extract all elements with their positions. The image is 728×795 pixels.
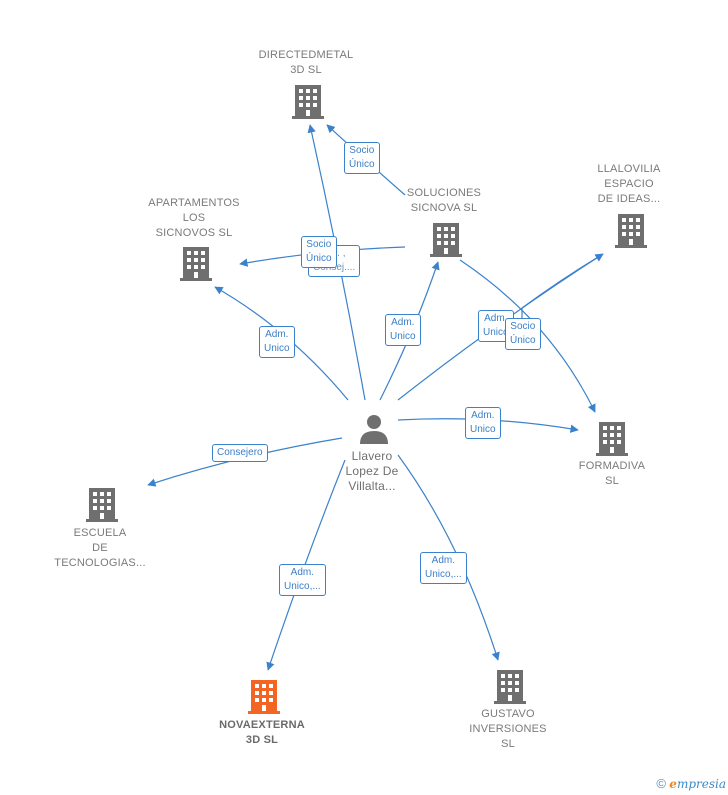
person-icon[interactable] (360, 415, 388, 444)
brand-logo-text: mpresia (676, 777, 726, 791)
edge-soluciones-llalovilia-b (521, 253, 604, 318)
node-label-directedmetal[interactable]: DIRECTEDMETAL 3D SL (258, 49, 354, 76)
node-label-soluciones[interactable]: SOLUCIONES SICNOVA SL (406, 187, 482, 214)
edge-label-adm-novaexterna[interactable]: Adm. Unico,... (279, 564, 326, 596)
building-icon-directedmetal[interactable] (292, 85, 324, 119)
edge-label-adm-soluciones[interactable]: Adm. Unico (385, 314, 421, 346)
node-label-llalovilia[interactable]: LLALOVILIA ESPACIO DE IDEAS... (597, 163, 661, 205)
node-label-formadiva[interactable]: FORMADIVA SL (578, 460, 646, 487)
building-icon-gustavo[interactable] (494, 670, 526, 704)
brand-logo-e: e (669, 777, 677, 791)
copyright-icon: © (656, 776, 666, 791)
edge-label-adm-gustavo[interactable]: Adm. Unico,... (420, 552, 467, 584)
building-icon-formadiva[interactable] (596, 422, 628, 456)
building-icon-escuela[interactable] (86, 488, 118, 522)
edge-label-consejero[interactable]: Consejero (212, 444, 268, 462)
empresia-watermark[interactable]: © empresia (656, 776, 726, 791)
node-label-escuela[interactable]: ESCUELA DE TECNOLOGIAS... (54, 527, 146, 569)
edge-label-adm-apartamentos[interactable]: Adm. Unico (259, 326, 295, 358)
edge-label-socio-formadiva[interactable]: Socio Único (505, 318, 541, 350)
building-icon-novaexterna[interactable] (248, 680, 280, 714)
edge-label-socio-directedmetal[interactable]: Socio Único (344, 142, 380, 174)
building-icon-soluciones[interactable] (430, 223, 462, 257)
node-label-apartamentos[interactable]: APARTAMENTOS LOS SICNOVOS SL (148, 197, 240, 239)
edge-label-adm-formadiva[interactable]: Adm. Unico (465, 407, 501, 439)
building-icon-llalovilia[interactable] (615, 214, 647, 248)
node-label-person[interactable]: Llavero Lopez De Villalta... (345, 449, 399, 493)
edge-label-socio-apartamentos[interactable]: Socio Único (301, 236, 337, 268)
building-icon-apartamentos[interactable] (180, 247, 212, 281)
node-label-gustavo[interactable]: GUSTAVO INVERSIONES SL (469, 708, 547, 750)
node-label-novaexterna[interactable]: NOVAEXTERNA 3D SL (219, 719, 305, 746)
edge-person-gustavo (397, 454, 500, 661)
edge-person-novaexterna (266, 459, 346, 671)
